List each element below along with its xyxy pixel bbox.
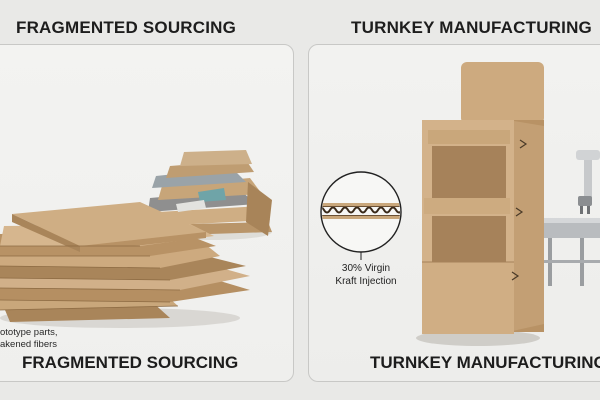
callout-line1: 30% Virgin bbox=[341, 263, 391, 274]
right-bottom-title: TURNKEY MANUFACTURING bbox=[370, 353, 600, 372]
callout-line2: Kraft Injection bbox=[335, 276, 397, 287]
cardboard-stack bbox=[0, 202, 250, 328]
left-bottom-title: FRAGMENTED SOURCING bbox=[22, 353, 239, 372]
corrugation-callout bbox=[320, 171, 402, 260]
callout-label: 30% Virgin Kraft Injection bbox=[324, 262, 408, 288]
left-caption-line2: akened fibers bbox=[0, 339, 58, 350]
left-caption: ototype parts, akened fibers bbox=[0, 327, 58, 351]
left-top-title: FRAGMENTED SOURCING bbox=[16, 18, 237, 37]
conveyor-machine bbox=[536, 150, 600, 286]
left-caption-line1: ototype parts, bbox=[0, 327, 58, 338]
cardboard-display-stand bbox=[416, 62, 544, 346]
right-top-title: TURNKEY MANUFACTURING bbox=[351, 18, 592, 37]
